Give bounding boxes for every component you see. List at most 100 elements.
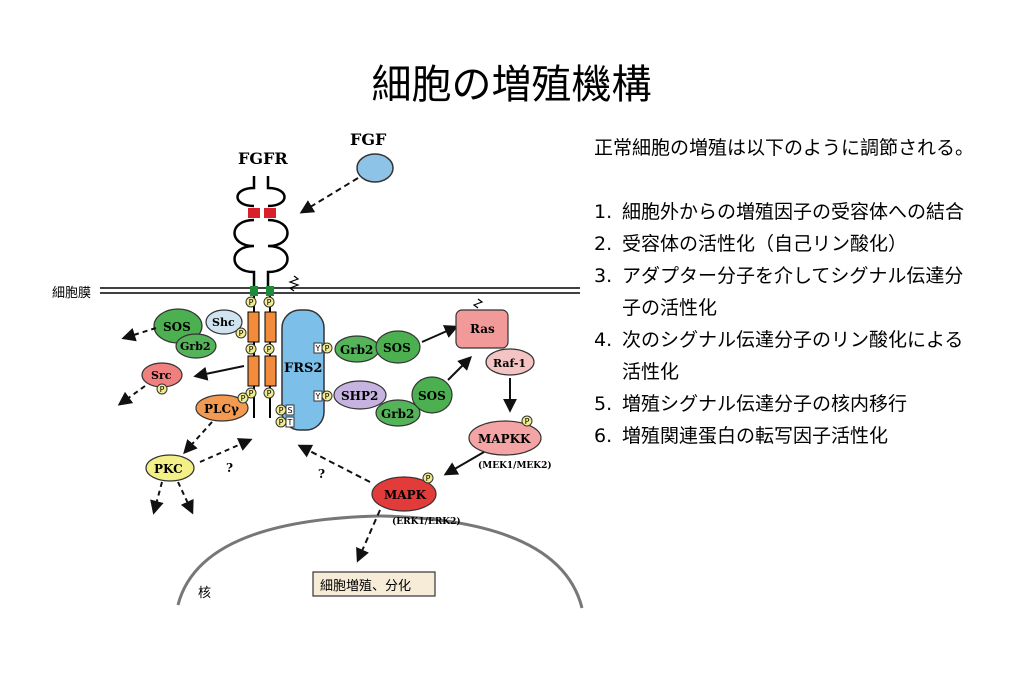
mapkk bbox=[468, 420, 542, 456]
t-site bbox=[285, 416, 295, 428]
outcome-label: 細胞増殖、分化 bbox=[320, 578, 411, 594]
p-site bbox=[156, 383, 168, 395]
sos-right-label: SOS bbox=[383, 341, 411, 355]
step-text: アダプター分子を介してシグナル伝達分子の活性化 bbox=[622, 265, 964, 319]
steps-list: 1.細胞外からの増殖因子の受容体への結合 2. 受容体の活性化（自己リン酸化） 3… bbox=[594, 196, 994, 452]
step-item: 1.細胞外からの増殖因子の受容体への結合 bbox=[594, 196, 978, 228]
svg-text:P: P bbox=[279, 406, 284, 415]
p-site bbox=[245, 343, 257, 355]
svg-text:P: P bbox=[241, 394, 246, 403]
fgf-ligand bbox=[356, 153, 394, 183]
step-text: 増殖関連蛋白の転写因子活性化 bbox=[622, 425, 889, 447]
arrow-sos-to-ras bbox=[421, 325, 459, 343]
p-site bbox=[263, 343, 275, 355]
arrow-fgf-to-fgfr bbox=[299, 177, 359, 214]
arrow-pkc-down-right bbox=[177, 481, 194, 515]
mapk-subtitle: (ERK1/ERK2) bbox=[392, 516, 461, 527]
shc-label: Shc bbox=[212, 316, 235, 329]
step-number: 3. bbox=[594, 265, 613, 287]
svg-text:P: P bbox=[325, 392, 330, 401]
receptor-kinase-right-upper bbox=[264, 311, 277, 343]
membrane-label: 細胞膜 bbox=[52, 286, 91, 301]
arrow-to-left-complex bbox=[121, 327, 157, 342]
pkc bbox=[145, 454, 195, 482]
step-number: 6. bbox=[594, 425, 613, 447]
mapkk-subtitle: (MEK1/MEK2) bbox=[478, 460, 552, 471]
svg-text:P: P bbox=[267, 345, 272, 354]
svg-text:P: P bbox=[239, 329, 244, 338]
sos-lower-label: SOS bbox=[418, 389, 446, 403]
arrow-mapk-to-frs2 bbox=[297, 444, 371, 483]
p-site bbox=[321, 342, 333, 354]
arrow-pkc-to-receptor bbox=[199, 438, 253, 463]
plc-gamma bbox=[195, 394, 249, 422]
arrow-mapkk-to-mapk bbox=[443, 451, 485, 476]
svg-text:P: P bbox=[249, 389, 254, 398]
step-number: 2. bbox=[594, 233, 613, 255]
svg-text:P: P bbox=[525, 417, 530, 426]
arrow-mapk-to-nucleus bbox=[356, 509, 381, 563]
p-site bbox=[321, 390, 333, 402]
svg-text:P: P bbox=[267, 389, 272, 398]
grb2-lower bbox=[375, 399, 421, 427]
shp2 bbox=[333, 380, 387, 410]
p-site bbox=[235, 327, 247, 339]
p-site bbox=[263, 387, 275, 399]
step-text: 増殖シグナル伝達分子の核内移行 bbox=[622, 393, 908, 415]
shc bbox=[205, 309, 243, 335]
step-number: 5. bbox=[594, 393, 613, 415]
p-site bbox=[422, 472, 434, 484]
fgf-label: FGF bbox=[350, 130, 387, 149]
fgfr-tm-left bbox=[250, 286, 258, 296]
sos-lower bbox=[411, 376, 453, 414]
frs2-anchor bbox=[288, 275, 300, 292]
question-mark: ? bbox=[226, 461, 233, 475]
step-item: 6. 増殖関連蛋白の転写因子活性化 bbox=[594, 420, 978, 452]
nucleus-membrane bbox=[176, 514, 584, 609]
svg-text:P: P bbox=[160, 385, 165, 394]
svg-text:T: T bbox=[287, 418, 293, 427]
arrow-receptor-to-src bbox=[193, 365, 245, 381]
arrow-plc-to-pkc bbox=[183, 421, 213, 455]
step-text: 細胞外からの増殖因子の受容体への結合 bbox=[622, 201, 965, 223]
step-text: 受容体の活性化（自己リン酸化） bbox=[622, 233, 908, 255]
src-label: Src bbox=[151, 369, 172, 382]
step-item: 4.次のシグナル伝達分子のリン酸化による活性化 bbox=[594, 324, 978, 388]
mapk bbox=[371, 476, 437, 512]
raf-1 bbox=[485, 348, 535, 376]
fgfr-label: FGFR bbox=[238, 149, 288, 168]
arrow-src-down bbox=[117, 385, 146, 406]
p-site bbox=[521, 415, 533, 427]
outcome-box bbox=[312, 571, 436, 597]
shp2-label: SHP2 bbox=[341, 389, 378, 403]
sos-left-label: SOS bbox=[163, 320, 191, 334]
ras-label: Ras bbox=[470, 322, 495, 336]
mapk-label: MAPK bbox=[384, 488, 427, 502]
sos-right bbox=[375, 330, 421, 364]
grb2-lower-label: Grb2 bbox=[381, 407, 414, 421]
grb2-left-label: Grb2 bbox=[180, 340, 211, 353]
p-site bbox=[245, 296, 257, 308]
p-site bbox=[245, 387, 257, 399]
intro-text: 正常細胞の増殖は以下のように調節される。 bbox=[594, 137, 975, 159]
pkc-label: PKC bbox=[154, 462, 183, 476]
step-item: 2. 受容体の活性化（自己リン酸化） bbox=[594, 228, 978, 260]
p-site bbox=[263, 296, 275, 308]
svg-text:P: P bbox=[325, 344, 330, 353]
grb2-right-label: Grb2 bbox=[340, 343, 373, 357]
signaling-diagram: 細胞膜 核 FGF FGFR P P P P P P FRS2 Y P Y P … bbox=[52, 130, 584, 609]
step-number: 4. bbox=[594, 329, 613, 351]
fgfr-binding-site-left bbox=[248, 208, 260, 218]
step-item: 5. 増殖シグナル伝達分子の核内移行 bbox=[594, 388, 978, 420]
grb2-left bbox=[175, 333, 217, 359]
svg-text:P: P bbox=[249, 298, 254, 307]
nucleus-label: 核 bbox=[198, 586, 211, 601]
plc-gamma-label: PLCγ bbox=[204, 402, 239, 416]
fgfr-binding-site-right bbox=[264, 208, 276, 218]
question-mark: ? bbox=[318, 467, 325, 481]
arrow-pkc-down-left bbox=[150, 481, 164, 515]
receptor-kinase-left-lower bbox=[247, 355, 260, 387]
receptor-kinase-right-lower bbox=[264, 355, 277, 387]
s-site bbox=[285, 404, 295, 416]
raf-1-label: Raf-1 bbox=[493, 357, 526, 370]
